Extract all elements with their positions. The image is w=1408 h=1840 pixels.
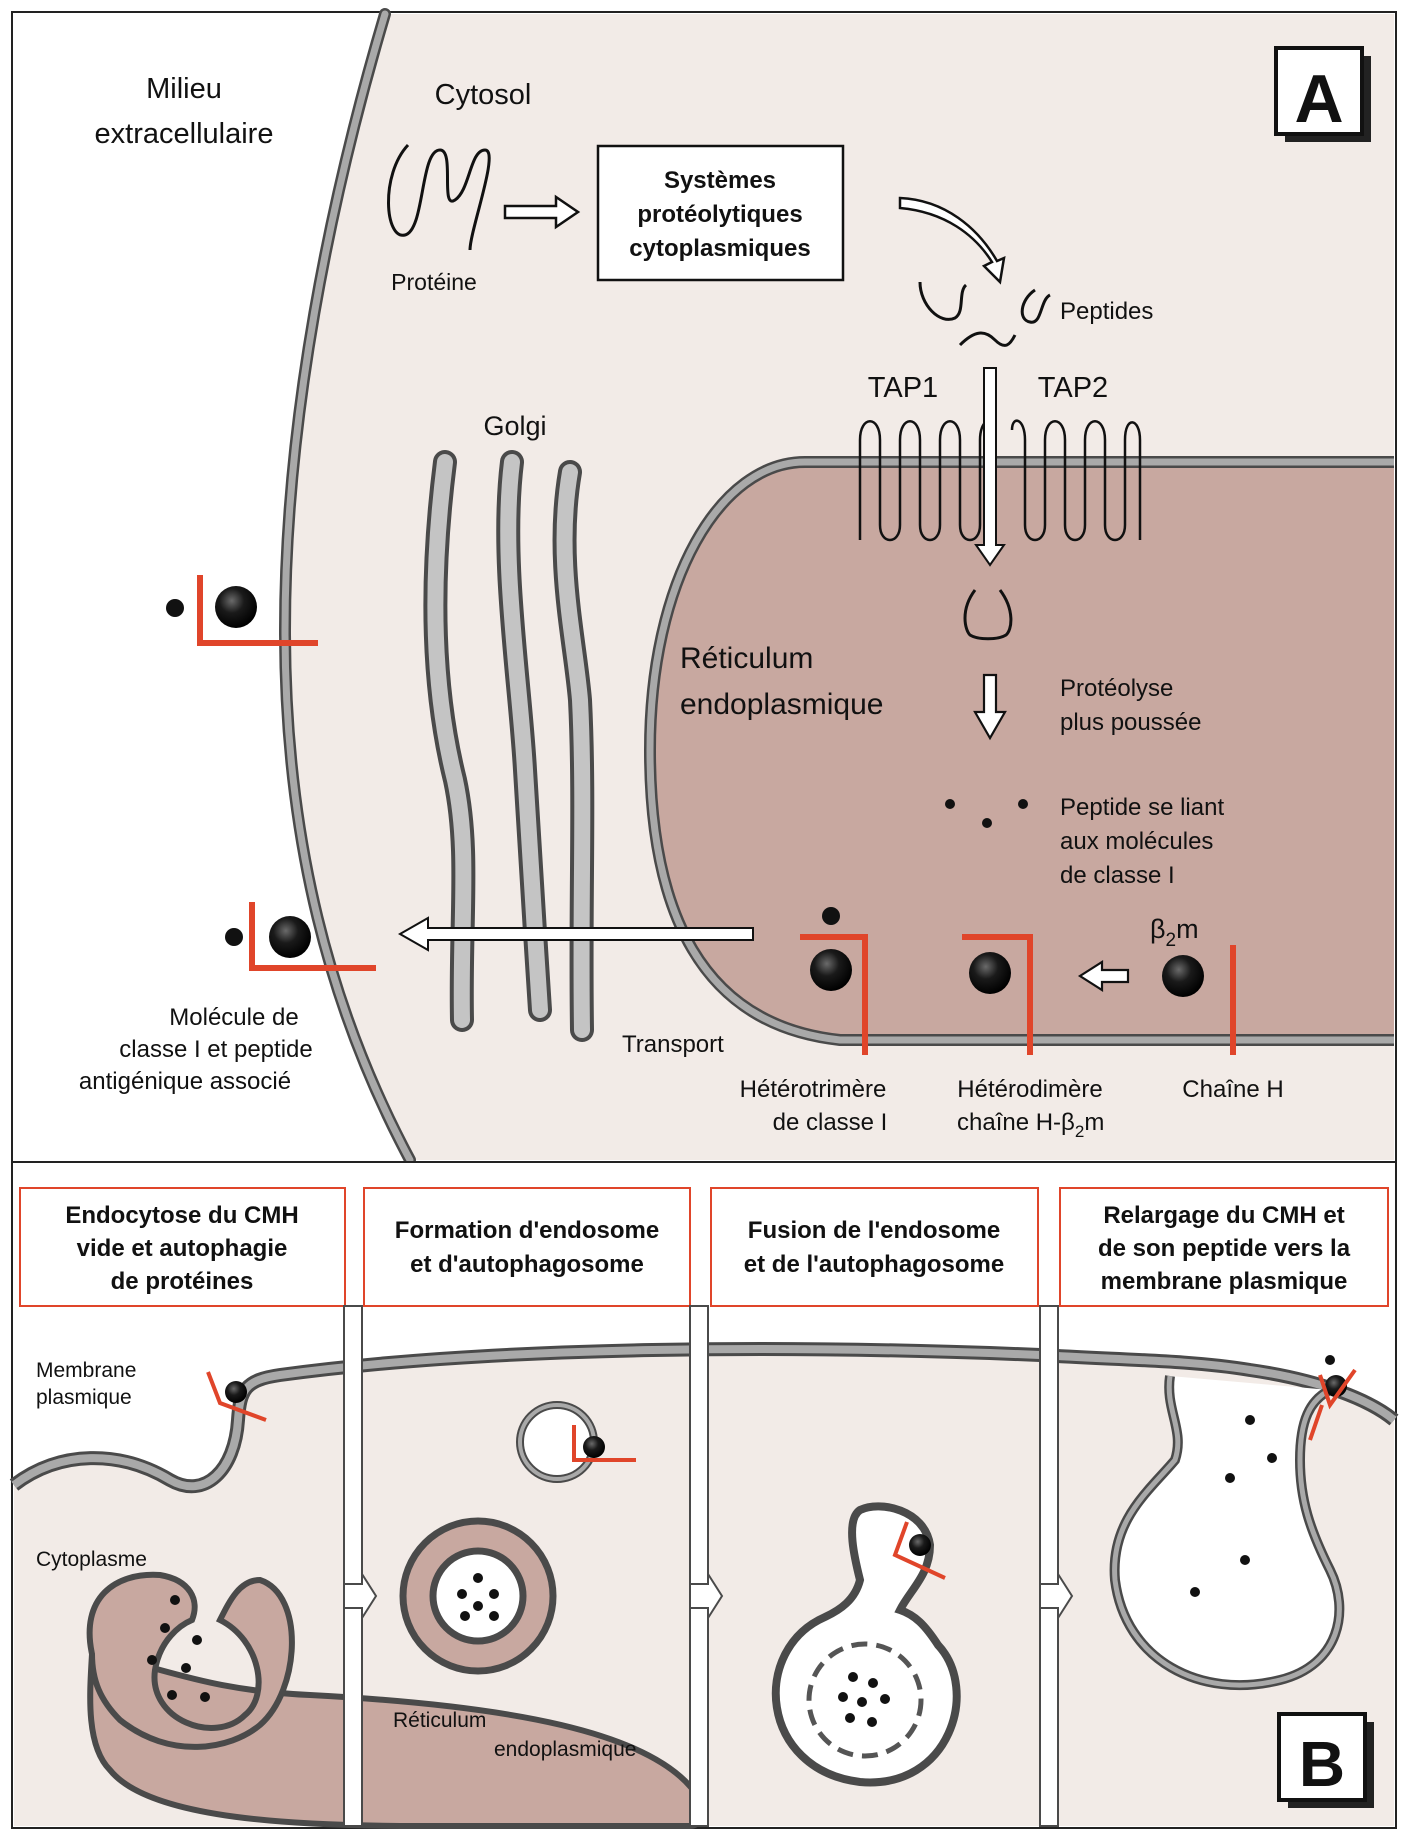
label-heterotrimere-1: Hétérotrimère: [740, 1076, 887, 1103]
step-2-line-1: Formation d'endosome: [395, 1217, 659, 1244]
label-heterodimere-1: Hétérodimère: [957, 1076, 1102, 1103]
b-step-arrow-1: [343, 1305, 378, 1827]
label-proteine: Protéine: [391, 269, 477, 295]
step-4-line-2: de son peptide vers la: [1098, 1235, 1351, 1262]
label-systemes-3: cytoplasmiques: [629, 235, 810, 262]
label-reticulum-2: endoplasmique: [680, 688, 883, 721]
label-b2m: β2m: [1150, 914, 1199, 951]
arrow-transport: [397, 916, 754, 952]
tap1-transporter: [858, 420, 994, 542]
label-peptide-liant-3: de classe I: [1060, 862, 1175, 889]
step-3-box: [710, 1187, 1039, 1307]
step-1-line-2: vide et autophagie: [77, 1235, 288, 1262]
heterotrimer: [800, 907, 868, 1055]
panel-b-letter-box: [1277, 1712, 1367, 1802]
step-4-line-1: Relargage du CMH et: [1103, 1202, 1344, 1229]
peptide-in-er: [963, 589, 1013, 641]
step-1-line-1: Endocytose du CMH: [65, 1202, 298, 1229]
peptide-dots: [945, 799, 1028, 828]
arrow-assembly: [1077, 959, 1130, 993]
step-4-box: [1059, 1187, 1389, 1307]
tap2-transporter: [1010, 419, 1142, 542]
label-milieu-1: Milieu: [146, 73, 222, 105]
step-1-box: [19, 1187, 346, 1307]
arrow-protein-to-proteolysis: [503, 194, 581, 230]
step-3-line-2: et de l'autophagosome: [744, 1251, 1004, 1278]
b-endosome-step2: [516, 1401, 636, 1483]
arrow-curved-to-peptides: [898, 196, 1006, 285]
label-transport: Transport: [622, 1031, 724, 1058]
protein-squiggle: [387, 143, 491, 251]
b-label-cytoplasme: Cytoplasme: [36, 1548, 147, 1571]
b-label-reticulum: Réticulum: [393, 1709, 486, 1732]
label-molecule-1: Molécule de: [169, 1004, 298, 1031]
chain-h: [1162, 945, 1236, 1055]
peptide-fragments: [918, 281, 1051, 347]
panel-a-letter-box: [1274, 46, 1364, 136]
label-heterodimere-2: chaîne H-β2m: [957, 1109, 1104, 1141]
b-label-endoplasmique: endoplasmique: [494, 1738, 636, 1761]
b-step-arrow-3: [1039, 1305, 1074, 1827]
label-peptide-liant-1: Peptide se liant: [1060, 794, 1224, 821]
label-tap2: TAP2: [1038, 372, 1108, 404]
step-2-box: [363, 1187, 691, 1307]
surface-mhc-upper: [166, 575, 318, 646]
label-peptide-liant-2: aux molécules: [1060, 828, 1213, 855]
step-1-line-3: de protéines: [111, 1268, 254, 1295]
label-proteolyse-2: plus poussée: [1060, 709, 1201, 736]
label-molecule-2: classe I et peptide: [119, 1036, 312, 1063]
er-lumen: [650, 462, 1394, 1040]
arrow-tap-import: [974, 367, 1006, 567]
proteolytic-systems-box: [596, 144, 845, 282]
surface-mhc-lower: [225, 902, 376, 971]
b-step-arrow-2: [689, 1305, 724, 1827]
label-systemes-1: Systèmes: [664, 167, 776, 194]
b-er-cup-dots: [147, 1595, 210, 1702]
label-golgi: Golgi: [483, 411, 546, 441]
label-milieu-2: extracellulaire: [95, 118, 274, 150]
label-tap1: TAP1: [868, 372, 938, 404]
label-peptides: Peptides: [1060, 298, 1153, 325]
step-3-line-1: Fusion de l'endosome: [748, 1217, 1000, 1244]
b-mhc-step1: [206, 1371, 267, 1422]
label-proteolyse-1: Protéolyse: [1060, 675, 1173, 702]
label-cytosol: Cytosol: [435, 79, 532, 111]
panel-b-letter: B: [1299, 1728, 1345, 1800]
heterodimer: [962, 934, 1033, 1055]
arrow-further-proteolysis: [973, 673, 1007, 741]
b-label-membrane-2: plasmique: [36, 1386, 132, 1409]
panel-a-letter: A: [1294, 61, 1343, 137]
b-autophagosome-step2: [399, 1517, 557, 1675]
step-2-line-2: et d'autophagosome: [410, 1251, 644, 1278]
label-systemes-2: protéolytiques: [637, 201, 802, 228]
b-release-step4: [1109, 1355, 1357, 1691]
label-molecule-3: antigénique associé: [79, 1068, 291, 1095]
label-chaine-h: Chaîne H: [1182, 1076, 1283, 1103]
b-label-membrane-1: Membrane: [36, 1359, 136, 1382]
label-heterotrimere-2: de classe I: [773, 1109, 888, 1136]
b-fusion-step3: [771, 1502, 961, 1787]
label-reticulum-1: Réticulum: [680, 642, 813, 675]
step-4-line-3: membrane plasmique: [1101, 1268, 1348, 1295]
b-er-cup: [86, 1571, 295, 1750]
